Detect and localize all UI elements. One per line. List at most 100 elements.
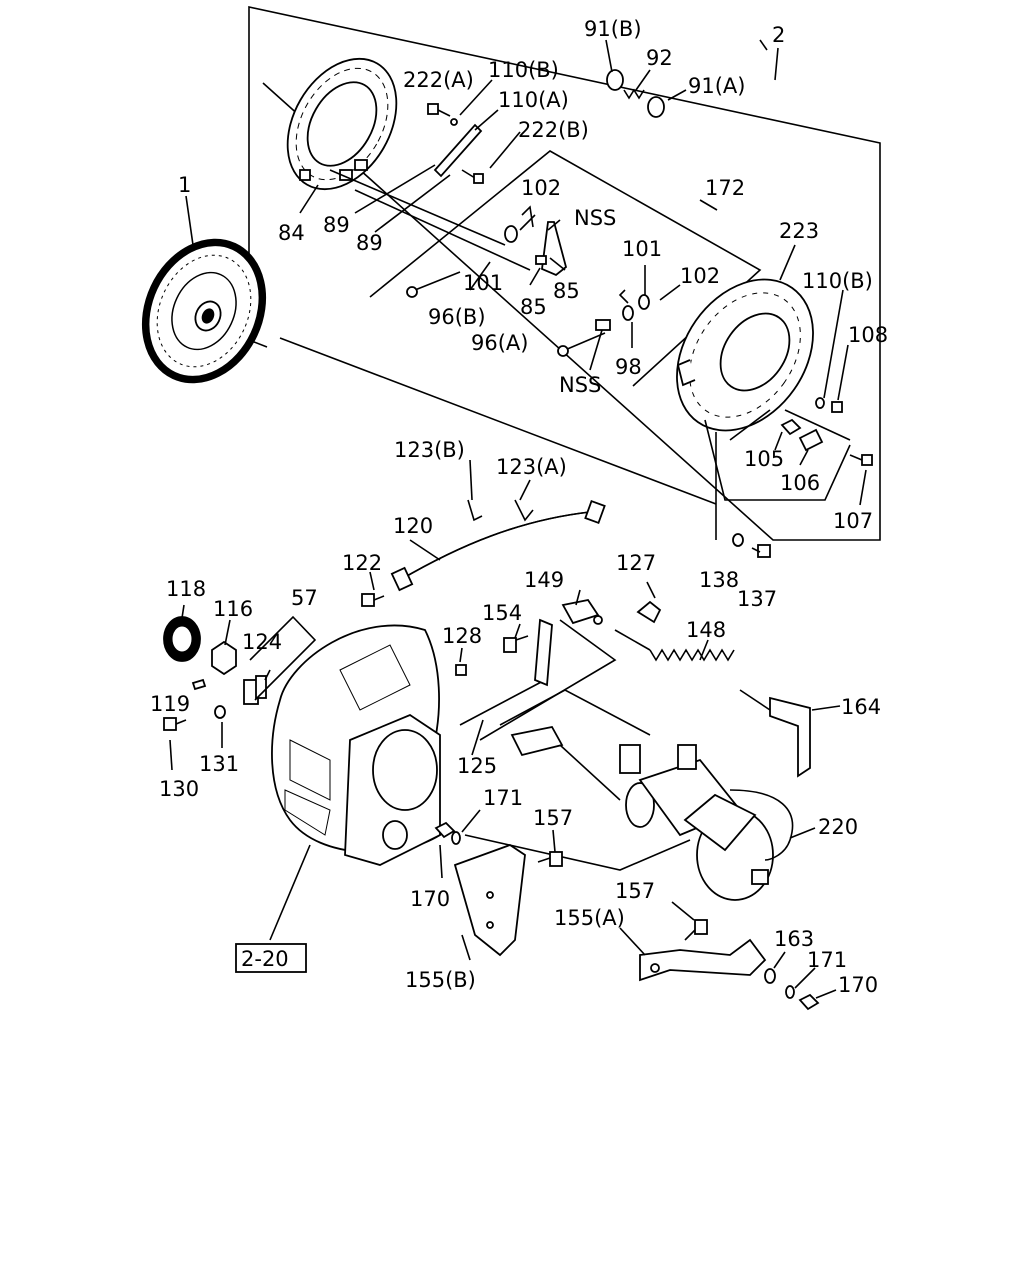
- label-137: 137: [737, 587, 777, 611]
- label-164: 164: [841, 695, 881, 719]
- label-nss-2: NSS: [559, 373, 601, 397]
- label-149: 149: [524, 568, 564, 592]
- label-125: 125: [457, 754, 497, 778]
- label-163: 163: [774, 927, 814, 951]
- bolt-157b: [684, 919, 708, 941]
- bolt-137: [751, 544, 771, 558]
- clutch-housing: [271, 624, 441, 866]
- nut-170a: [434, 821, 456, 839]
- label-110b-right: 110(B): [802, 269, 873, 293]
- pin-85: [535, 255, 547, 265]
- lever-89: [433, 123, 483, 178]
- label-110b-top: 110(B): [488, 58, 559, 82]
- label-170a: 170: [410, 887, 450, 911]
- washer-110b-r: [815, 397, 825, 409]
- label-101a: 101: [463, 271, 503, 295]
- release-shaft: [459, 618, 553, 726]
- label-110a: 110(A): [498, 88, 569, 112]
- bolt-157a: [537, 851, 563, 867]
- nut-105: [780, 418, 802, 436]
- label-123a: 123(A): [496, 455, 567, 479]
- label-119: 119: [150, 692, 190, 716]
- label-108: 108: [848, 323, 888, 347]
- label-222a: 222(A): [403, 68, 474, 92]
- label-2: 2: [772, 23, 785, 47]
- label-106: 106: [780, 471, 820, 495]
- plate-106: [798, 428, 824, 452]
- washer-163: [764, 968, 776, 984]
- bracket-164: [769, 696, 811, 778]
- label-116: 116: [213, 597, 253, 621]
- label-102a: 102: [521, 176, 561, 200]
- fitting-127: [636, 600, 662, 624]
- release-bearing-118: [163, 616, 201, 662]
- clutch-housing-plate: [676, 278, 814, 432]
- label-ref-2-20: 2-20: [241, 947, 289, 971]
- key-128: [455, 664, 467, 676]
- label-127: 127: [616, 551, 656, 575]
- ref-box: [235, 943, 307, 973]
- washer-131: [214, 705, 226, 719]
- label-220: 220: [818, 815, 858, 839]
- nut-108: [831, 401, 843, 413]
- pressure-plate: [286, 57, 398, 191]
- label-107: 107: [833, 509, 873, 533]
- spring-92: [623, 88, 645, 100]
- bolt-154: [503, 635, 529, 653]
- label-1: 1: [178, 173, 191, 197]
- bolt-130: [163, 717, 187, 731]
- label-85b: 85: [520, 295, 547, 319]
- label-84: 84: [278, 221, 305, 245]
- callout-labels: 2 1 91(B) 92 91(A) 222(A) 110(B) 110(A) …: [150, 17, 888, 997]
- label-157b: 157: [615, 879, 655, 903]
- label-170b: 170: [838, 973, 878, 997]
- label-122: 122: [342, 551, 382, 575]
- washer-171b: [785, 985, 795, 999]
- label-96b: 96(B): [428, 305, 486, 329]
- label-nss-1: NSS: [574, 206, 616, 230]
- label-98: 98: [615, 355, 642, 379]
- label-96a: 96(A): [471, 331, 528, 355]
- clip-123b: [467, 499, 483, 522]
- label-91b: 91(B): [584, 17, 642, 41]
- pin-96b: [406, 271, 461, 298]
- bolt-107: [849, 454, 873, 466]
- label-148: 148: [686, 618, 726, 642]
- label-92: 92: [646, 46, 673, 70]
- label-154: 154: [482, 601, 522, 625]
- bracket-149: [561, 598, 600, 625]
- washer-171a: [451, 831, 461, 845]
- label-155a: 155(A): [554, 906, 625, 930]
- bracket-155b: [453, 843, 526, 957]
- label-171b: 171: [807, 948, 847, 972]
- washer-138: [732, 533, 744, 547]
- label-120: 120: [393, 514, 433, 538]
- label-155b: 155(B): [405, 968, 476, 992]
- bushing-91b: [606, 69, 624, 91]
- hub-116: [211, 640, 237, 676]
- label-130: 130: [159, 777, 199, 801]
- label-223: 223: [779, 219, 819, 243]
- label-171a: 171: [483, 786, 523, 810]
- pin-96a: [557, 332, 606, 357]
- bolt-222b: [461, 169, 484, 184]
- grease-fitting: [191, 678, 207, 691]
- label-89a: 89: [323, 213, 350, 237]
- bolt-122: [361, 593, 385, 607]
- nut-170b: [798, 993, 820, 1011]
- label-57: 57: [291, 586, 318, 610]
- bushing-91a: [647, 96, 665, 118]
- label-91a: 91(A): [688, 74, 745, 98]
- return-spring: [614, 629, 771, 711]
- label-131: 131: [199, 752, 239, 776]
- bolt-222a: [427, 103, 451, 117]
- washer-98: [622, 305, 634, 321]
- label-172: 172: [705, 176, 745, 200]
- clutch-disc: [141, 238, 267, 384]
- label-222b: 222(B): [518, 118, 589, 142]
- fork-clip-124: [243, 675, 267, 705]
- spring-102a: [521, 205, 534, 228]
- label-123b: 123(B): [394, 438, 465, 462]
- clutch-hose: [390, 499, 606, 592]
